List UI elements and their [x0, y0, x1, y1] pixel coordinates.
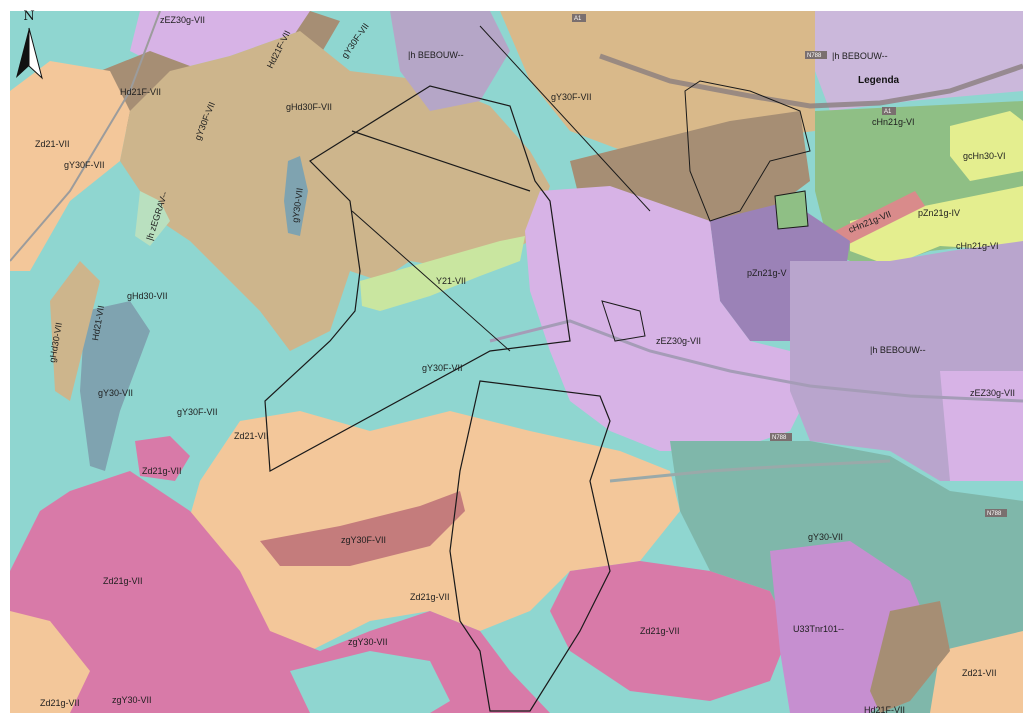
road-main [489, 319, 1023, 403]
railway-line [10, 11, 161, 262]
soil-unit-gy30-strip [284, 156, 308, 236]
soil-label: |h BEBOUW-- [832, 51, 888, 61]
soil-unit-hd21f-bottom [870, 601, 950, 713]
soil-unit-ghd30-left [50, 261, 100, 401]
soil-unit-gchn30 [950, 111, 1023, 181]
road-labels: A1 N788 A1 N788 N788 [572, 14, 1007, 517]
soil-label: Hd21F-VII [864, 705, 905, 713]
road-label-n788-top: N788 [807, 53, 822, 59]
soil-label: zgY30-VII [348, 637, 388, 647]
soil-label: |h BEBOUW-- [408, 50, 464, 60]
soil-unit-zd21g-center [550, 561, 790, 701]
soil-label: zEZ30g-VII [970, 388, 1015, 398]
soil-label: Zd21-VII [962, 668, 997, 678]
soil-unit-pzn21g-iv [850, 186, 1023, 266]
soil-map[interactable]: A1 N788 A1 N788 N788 Legenda zEZ30g-VII … [10, 11, 1023, 713]
soil-label: zgY30F-VII [341, 535, 386, 545]
soil-unit-zd21g-small [135, 436, 190, 481]
soil-label: gY30-VII [808, 532, 843, 542]
parcel-line-b [351, 210, 511, 352]
soil-label: cHn21g-VI [956, 241, 999, 251]
soil-label: U33Tnr101-- [793, 624, 844, 634]
soil-label: zEZ30g-VII [656, 336, 701, 346]
soil-label: gHd30F-VII [286, 102, 332, 112]
soil-unit-zd21g-left [10, 471, 550, 713]
soil-label: Zd21-VII [234, 431, 269, 441]
soil-unit-ghd30f [120, 31, 550, 351]
soil-label: gY30-VII [290, 187, 305, 223]
highway-a1 [599, 53, 1023, 109]
road-label-n788-low: N788 [987, 511, 1002, 517]
parcel-outline-south [449, 380, 611, 712]
soil-unit-zgy30-center [290, 651, 450, 713]
parcel-outline-green [774, 190, 809, 230]
soil-label: zEZ30g-VII [160, 15, 205, 25]
soil-label: gY30F-VII [64, 160, 105, 170]
soil-unit-bebouw-top [390, 11, 510, 111]
soil-unit-zez30g-top [130, 11, 310, 71]
soil-label: |h BEBOUW-- [870, 345, 926, 355]
soil-unit-zgy30f [260, 491, 465, 566]
soil-label: gY30F-VII [177, 407, 218, 417]
soil-label: Zd21g-VII [410, 592, 450, 602]
north-letter: N [23, 9, 34, 24]
soil-label: Hd21F-VII [120, 87, 161, 97]
soil-label: Zd21g-VII [142, 466, 182, 476]
soil-label: gY30F-VII [422, 363, 463, 373]
road-label-n788-mid: N788 [772, 435, 787, 441]
parcel-outline-north [264, 85, 571, 472]
soil-unit-zd21-right [930, 631, 1023, 713]
soil-label: cHn21g-VI [872, 117, 915, 127]
parcel-line-c [479, 25, 651, 212]
soil-label: Zd21g-VII [640, 626, 680, 636]
soil-label: Zd21g-VII [103, 576, 143, 586]
legend-label[interactable]: Legenda [858, 75, 900, 86]
soil-unit-y21 [360, 236, 525, 311]
soil-label: Zd21-VII [35, 139, 70, 149]
soil-label: Y21-VII [436, 276, 466, 286]
parcel-outline-small [601, 300, 646, 342]
soil-unit-gy30-left [80, 301, 150, 471]
soil-label: Zd21g-VII [40, 698, 80, 708]
soil-unit-chn21g-vii [825, 191, 925, 251]
soil-label: zgY30-VII [112, 695, 152, 705]
parcel-line-a [351, 130, 531, 192]
parcel-outline-east [684, 80, 811, 222]
road-label-a1-top: A1 [574, 16, 582, 22]
soil-label: gY30F-VII [551, 92, 592, 102]
soil-label: pZn21g-IV [918, 208, 960, 218]
soil-label: gHd30-VII [127, 291, 168, 301]
soil-label: gY30-VII [98, 388, 133, 398]
road-n788 [609, 459, 891, 483]
soil-label: pZn21g-V [747, 268, 787, 278]
road-label-a1-right: A1 [884, 109, 892, 115]
soil-unit-zegrav [135, 191, 170, 246]
soil-unit-zez30g-center [525, 186, 810, 451]
soil-label: gcHn30-VI [963, 151, 1006, 161]
soil-unit-zd21g-bottom [10, 611, 90, 713]
soil-map-canvas[interactable]: A1 N788 A1 N788 N788 Legenda zEZ30g-VII … [10, 11, 1023, 713]
soil-unit-zd21-left [10, 61, 130, 271]
north-arrow-icon: N [16, 9, 43, 80]
